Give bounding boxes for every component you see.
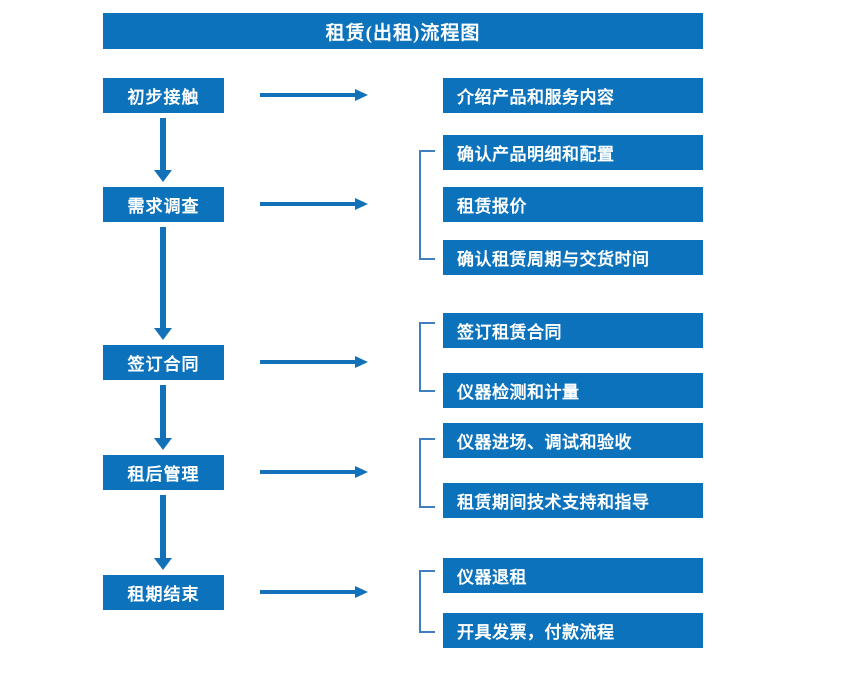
arrow-head-icon (355, 586, 368, 598)
arrow-head-icon (154, 558, 172, 570)
detail-box-sign-rental-contract[interactable]: 签订租赁合同 (443, 313, 703, 348)
bracket-group-sign-contract (419, 322, 435, 392)
stage-box-needs-survey[interactable]: 需求调查 (103, 187, 224, 222)
stage-box-rental-end[interactable]: 租期结束 (103, 575, 224, 610)
arrow-head-icon (355, 466, 368, 478)
arrow-down-contact-to-survey (154, 118, 172, 182)
arrow-shaft (260, 93, 355, 97)
bracket-group-rental-end (419, 570, 435, 633)
arrow-shaft (260, 202, 355, 206)
arrow-head-icon (355, 356, 368, 368)
detail-box-invoice-payment[interactable]: 开具发票，付款流程 (443, 613, 703, 648)
arrow-head-icon (154, 438, 172, 450)
arrow-shaft (160, 495, 166, 558)
detail-box-introduce-products[interactable]: 介绍产品和服务内容 (443, 78, 703, 113)
arrow-right-needs-survey (260, 198, 368, 210)
arrow-right-sign-contract (260, 356, 368, 368)
arrow-head-icon (355, 89, 368, 101)
arrow-down-mgmt-to-end (154, 495, 172, 570)
arrow-shaft (160, 118, 166, 170)
arrow-right-initial-contact (260, 89, 368, 101)
detail-box-confirm-specs[interactable]: 确认产品明细和配置 (443, 135, 703, 170)
detail-box-instrument-return[interactable]: 仪器退租 (443, 558, 703, 593)
arrow-down-contract-to-mgmt (154, 385, 172, 450)
detail-box-instrument-testing[interactable]: 仪器检测和计量 (443, 373, 703, 408)
stage-box-initial-contact[interactable]: 初步接触 (103, 78, 224, 113)
arrow-head-icon (154, 170, 172, 182)
stage-box-sign-contract[interactable]: 签订合同 (103, 345, 224, 380)
arrow-right-rental-end (260, 586, 368, 598)
arrow-right-post-rental-mgmt (260, 466, 368, 478)
arrow-head-icon (355, 198, 368, 210)
arrow-shaft (160, 385, 166, 438)
bracket-group-post-rental-mgmt (419, 438, 435, 508)
arrow-shaft (160, 227, 166, 328)
stage-box-post-rental-mgmt[interactable]: 租后管理 (103, 455, 224, 490)
bracket-group-needs-survey (419, 150, 435, 260)
detail-box-technical-support[interactable]: 租赁期间技术支持和指导 (443, 483, 703, 518)
arrow-shaft (260, 590, 355, 594)
arrow-shaft (260, 360, 355, 364)
detail-box-confirm-period[interactable]: 确认租赁周期与交货时间 (443, 240, 703, 275)
arrow-down-survey-to-contract (154, 227, 172, 340)
arrow-shaft (260, 470, 355, 474)
detail-box-instrument-entry[interactable]: 仪器进场、调试和验收 (443, 423, 703, 458)
page-title: 租赁(出租)流程图 (103, 13, 703, 49)
arrow-head-icon (154, 328, 172, 340)
detail-box-rental-quote[interactable]: 租赁报价 (443, 187, 703, 222)
